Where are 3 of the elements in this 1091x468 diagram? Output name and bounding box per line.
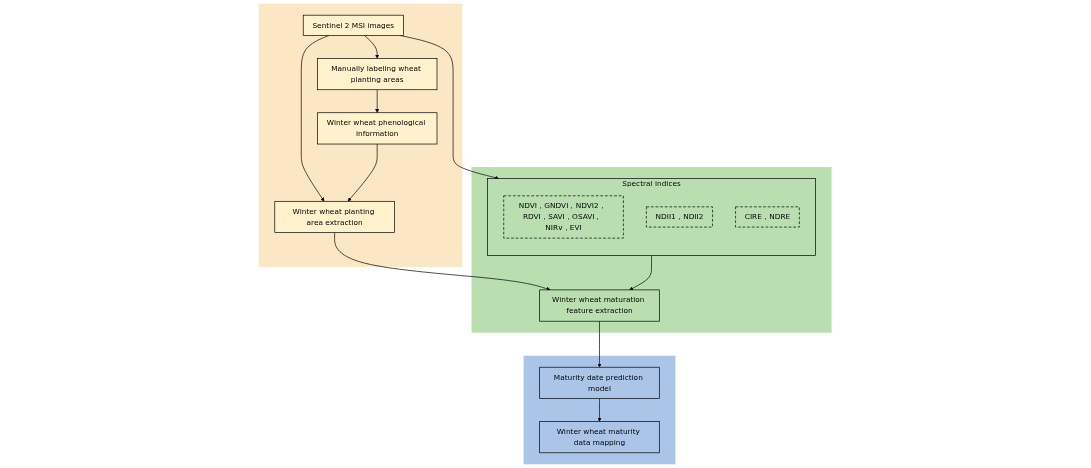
cluster	[259, 3, 463, 267]
cluster	[471, 167, 832, 333]
cluster	[523, 355, 676, 465]
